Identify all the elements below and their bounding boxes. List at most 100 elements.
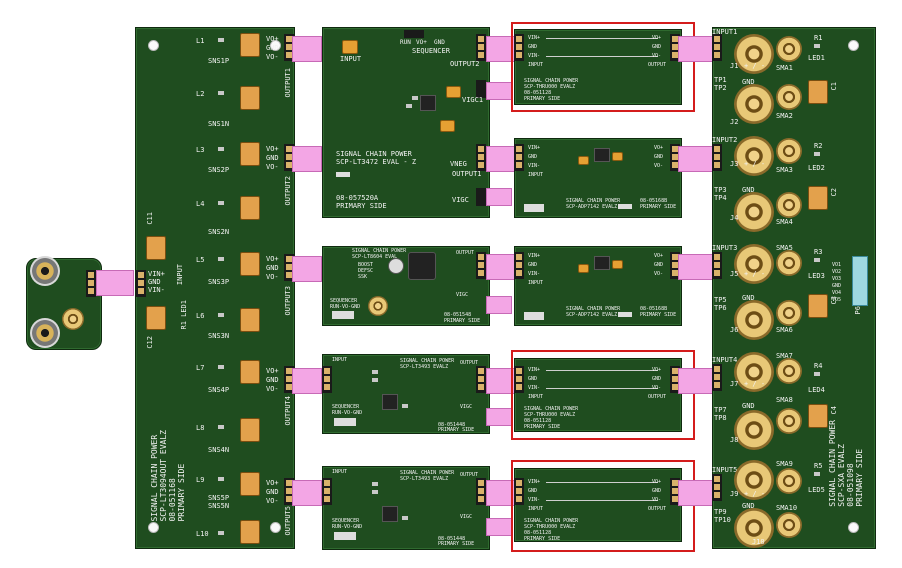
lt3472-pn-line2: PRIMARY SIDE (336, 202, 387, 210)
filter5-out-header (670, 478, 680, 505)
filter5-gnd-out: GND (652, 488, 662, 494)
j9-label: J9 (730, 490, 739, 498)
sma7[interactable] (776, 358, 802, 384)
sma10[interactable] (776, 512, 802, 538)
lt3493a-title: SIGNAL CHAIN POWER SCP-LT3493 EVALZ (400, 358, 454, 370)
output5-label: OUTPUT5 (284, 506, 292, 536)
conn-vo3: VO3 (832, 276, 842, 282)
filter4-vin-minus: VIN- (528, 385, 541, 391)
lt3493a-vigc-label: VIGC (460, 404, 473, 410)
jack-j10[interactable] (734, 508, 774, 548)
lt3472-sequencer-label: SEQUENCER (412, 47, 450, 55)
filter4-out-header (670, 366, 680, 393)
lt3472-vneg-label: VNEG (450, 160, 467, 168)
j2-label: J2 (730, 118, 739, 126)
jack-j6[interactable] (734, 300, 774, 340)
smd (814, 258, 820, 262)
lt3493a-seq-header (334, 418, 356, 426)
lt3472-vo-label: VO+ (416, 39, 427, 46)
sma9[interactable] (776, 468, 802, 494)
filter4-trace (546, 388, 658, 389)
cable-9b (486, 408, 512, 426)
filter2-input: INPUT (528, 172, 544, 178)
dc-jack-bottom[interactable] (30, 318, 60, 348)
sma6[interactable] (776, 300, 802, 326)
sns4n-label: SNS4N (208, 446, 230, 454)
pm3-label: + / - (744, 270, 766, 278)
dc-jack-top[interactable] (30, 256, 60, 286)
sma4[interactable] (776, 192, 802, 218)
filter5-side: PRIMARY SIDE (524, 536, 561, 542)
jack-j5[interactable] (734, 244, 774, 284)
output2-label: OUTPUT2 (284, 176, 292, 206)
vo-minus-label: VO- (266, 497, 279, 505)
sma1[interactable] (776, 36, 802, 62)
filter1-out-header (670, 34, 680, 61)
filter2-in-header (514, 144, 524, 171)
filter5-sub: SCP-THRU000 EVALZ (524, 524, 576, 530)
vo-plus-label: VO+ (266, 367, 279, 375)
tp2-label: TP2 (714, 84, 727, 92)
cap-c4-right (808, 404, 828, 428)
lt8604-vigc-label: VIGC (456, 292, 469, 298)
cap-lt3472 (446, 86, 461, 98)
filter5-in-header (514, 478, 524, 505)
p6-connector[interactable] (852, 256, 868, 306)
cap-c10-lt3472 (342, 40, 358, 54)
cap-c7 (240, 360, 260, 384)
cable-3 (292, 256, 322, 282)
jack-j4[interactable] (734, 192, 774, 232)
lt3472-board (322, 27, 490, 218)
jack-j2[interactable] (734, 84, 774, 124)
filter2-pn: 08-05168B (640, 198, 668, 204)
sma9-label: SMA9 (776, 460, 793, 468)
led4-label: LED4 (808, 386, 825, 394)
filter3-side: PRIMARY SIDE (640, 312, 677, 318)
filter4-in-header (514, 366, 524, 393)
lt3493a-output-label: OUTPUT (460, 360, 479, 366)
jack-j7[interactable] (734, 352, 774, 392)
board-title-line2: SCP-LT3094OUT EVALZ (159, 430, 168, 522)
filter3-sub: SCP-ADP7142 EVALZ (566, 312, 618, 318)
lt3493b-vigc-label: VIGC (460, 514, 473, 520)
cap-c10 (240, 520, 260, 544)
lt3472-vigc-label: VIGC (452, 196, 469, 204)
jack-j8[interactable] (734, 410, 774, 450)
filter3-label-box (618, 312, 632, 317)
lt3493b-title-line1: SIGNAL CHAIN POWER (400, 470, 455, 476)
cap-c1-right (808, 80, 828, 104)
input-sma-connector[interactable] (62, 308, 84, 330)
lt8604-sma[interactable] (368, 296, 388, 316)
smd (218, 257, 224, 261)
smd (406, 104, 412, 108)
sma3[interactable] (776, 138, 802, 164)
lt3493b-title-line2: SCP-LT3493 EVALZ (400, 476, 449, 482)
r2-label: R2 (814, 142, 823, 150)
cable-2 (292, 146, 322, 172)
sma8[interactable] (776, 408, 802, 434)
lt3493b-title: SIGNAL CHAIN POWER SCP-LT3493 EVALZ (400, 470, 454, 482)
filter4-trace (546, 370, 658, 371)
sns5p-label: SNS5P (208, 494, 230, 502)
sma2[interactable] (776, 84, 802, 110)
output4-label: OUTPUT4 (284, 396, 292, 426)
tp5-label: TP5 (714, 296, 727, 304)
filter1-title: SIGNAL CHAIN POWER (524, 78, 579, 84)
tp8-label: TP8 (714, 414, 727, 422)
highlight-box (511, 22, 695, 112)
filter5-trace (546, 500, 658, 501)
c3-right-label: C3 (830, 296, 838, 305)
cap-c8 (240, 418, 260, 442)
jack-j3[interactable] (734, 136, 774, 176)
jack-j1[interactable] (734, 34, 774, 74)
filter3-vo-minus: VO- (654, 271, 664, 277)
lt3472-ic (420, 95, 436, 111)
sma5[interactable] (776, 250, 802, 276)
filter1-input: INPUT (528, 62, 544, 68)
smd (218, 91, 224, 95)
filter2-seq-header (524, 204, 544, 212)
lt8604-output-label: OUTPUT (456, 250, 475, 256)
vo-minus-label: VO- (266, 273, 279, 281)
lt3472-pn-line1: 08-057520A (336, 194, 379, 202)
jack-j9[interactable] (734, 460, 774, 500)
